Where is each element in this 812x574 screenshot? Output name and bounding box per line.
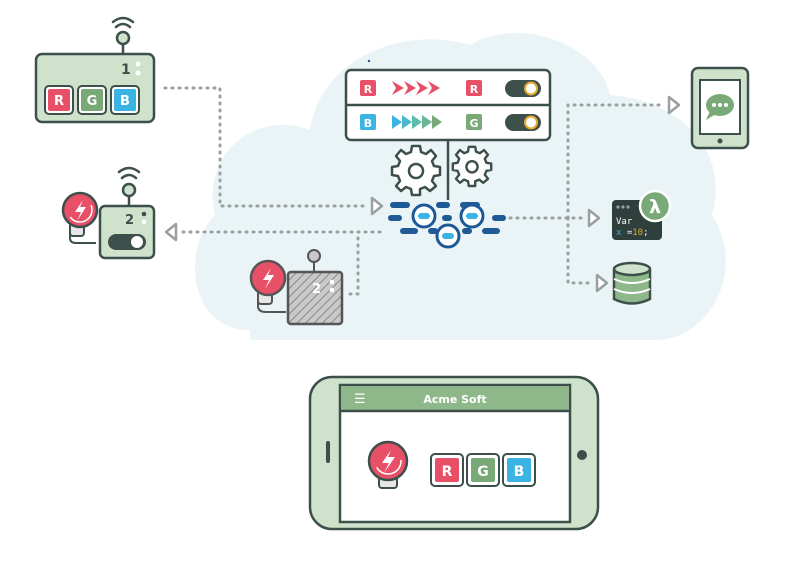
- wifi-icon: [111, 16, 135, 29]
- arrow-to-tablet: [667, 95, 681, 115]
- app-header: [341, 386, 569, 411]
- connector-lines: [163, 86, 666, 296]
- connector-device1-to-hub: [163, 86, 370, 208]
- svg-text:B: B: [514, 464, 525, 480]
- lightbulb-icon[interactable]: [367, 440, 409, 489]
- svg-text:R: R: [54, 94, 64, 109]
- device2-smart-bulb[interactable]: 2: [61, 166, 156, 260]
- svg-text:B: B: [120, 94, 130, 109]
- lambda-code-line2: x =10;: [616, 228, 649, 238]
- lambda-icon: λ: [649, 196, 661, 218]
- device1-button-b[interactable]: B: [110, 85, 140, 115]
- svg-text:R: R: [364, 83, 373, 96]
- chat-bubble-icon: [706, 94, 734, 120]
- cloud-shape: [194, 33, 726, 341]
- device1-button-r[interactable]: R: [44, 85, 74, 115]
- phone-home-button[interactable]: [577, 450, 587, 460]
- server-row-2-toggle[interactable]: [505, 114, 541, 131]
- connector-ghost-to-hub: [348, 230, 360, 296]
- device2-ghost-number: 2: [312, 282, 321, 297]
- lightbulb-icon: [61, 191, 99, 244]
- app-title: Acme Soft: [423, 393, 486, 406]
- tablet-notification[interactable]: [690, 66, 750, 150]
- server-row-2[interactable]: B G: [360, 114, 541, 131]
- arrow-to-device2: [164, 222, 178, 242]
- phone-app[interactable]: ☰ Acme Soft R G B: [308, 375, 600, 531]
- arrow-stream-red: [392, 81, 440, 95]
- svg-text:R: R: [442, 464, 453, 480]
- gear-icon: [451, 145, 493, 188]
- lambda-function[interactable]: Var x =10; λ: [612, 189, 672, 240]
- phone-button-b[interactable]: B: [502, 453, 536, 487]
- phone-button-r[interactable]: R: [430, 453, 464, 487]
- svg-text:B: B: [364, 117, 372, 130]
- arrow-to-hub: [370, 196, 384, 216]
- server-row-1[interactable]: R R: [360, 80, 541, 97]
- antenna-ball: [115, 30, 131, 46]
- device2-ghost: 2: [249, 249, 344, 326]
- device1-number: 1: [121, 62, 131, 78]
- device2-toggle[interactable]: [108, 234, 146, 250]
- arrow-to-database: [595, 273, 609, 293]
- svg-text:G: G: [87, 94, 98, 109]
- device1-rgb-controller[interactable]: 1 R G B: [34, 16, 156, 124]
- database-icon[interactable]: [612, 261, 652, 305]
- svg-text:G: G: [477, 464, 489, 480]
- connector-to-tablet: [566, 103, 666, 220]
- svg-text:G: G: [469, 117, 478, 130]
- svg-text:R: R: [470, 83, 479, 96]
- arrow-to-lambda: [587, 208, 601, 228]
- gear-icon: [390, 144, 442, 197]
- connector-arrows: [164, 95, 681, 293]
- connector-to-database: [566, 216, 596, 285]
- message-hub: [388, 202, 506, 249]
- server-rules-engine: R R B G: [344, 59, 552, 249]
- hamburger-menu-icon[interactable]: ☰: [354, 392, 366, 407]
- wifi-icon: [117, 166, 141, 180]
- device1-button-g[interactable]: G: [77, 85, 107, 115]
- device2-number: 2: [125, 213, 134, 228]
- server-row-1-toggle[interactable]: [505, 80, 541, 97]
- lambda-code-line1: Var: [616, 217, 633, 227]
- phone-button-g[interactable]: G: [466, 453, 500, 487]
- lightbulb-icon: [249, 259, 287, 313]
